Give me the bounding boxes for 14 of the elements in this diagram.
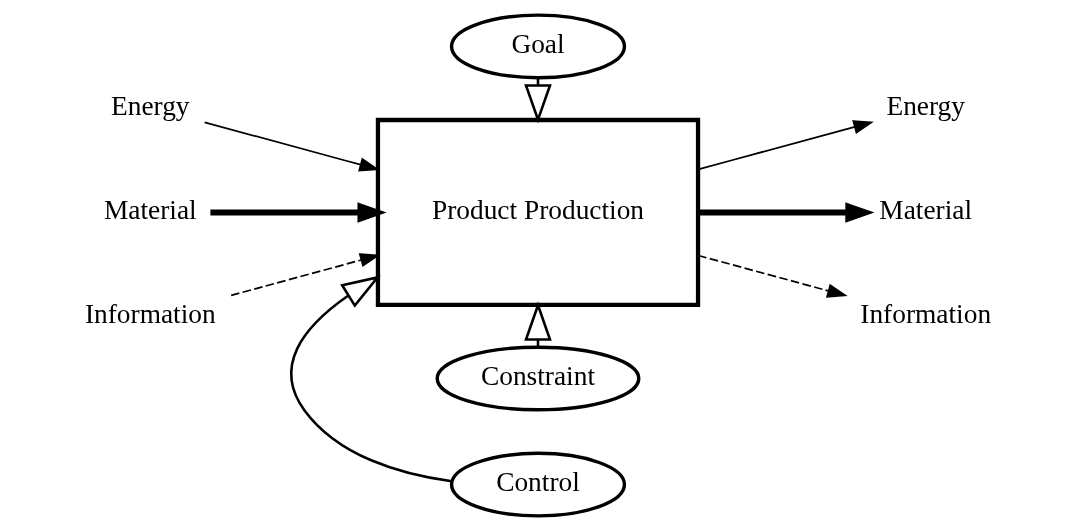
arrow — [209, 202, 387, 223]
node-text: Information — [859, 299, 991, 330]
node-ellipse: Constraint — [435, 345, 640, 412]
node-text: Material — [878, 194, 972, 225]
node-box: Product Production — [375, 117, 700, 307]
node-text: Energy — [885, 90, 965, 121]
arrow — [229, 253, 380, 297]
node-ellipse: Control — [449, 451, 626, 518]
node-text: Material — [103, 194, 197, 225]
node-text: Information — [84, 299, 216, 330]
node-text: Energy — [110, 90, 190, 121]
arrow — [697, 202, 874, 223]
arrow — [289, 275, 452, 483]
node-ellipse: Goal — [449, 13, 626, 80]
